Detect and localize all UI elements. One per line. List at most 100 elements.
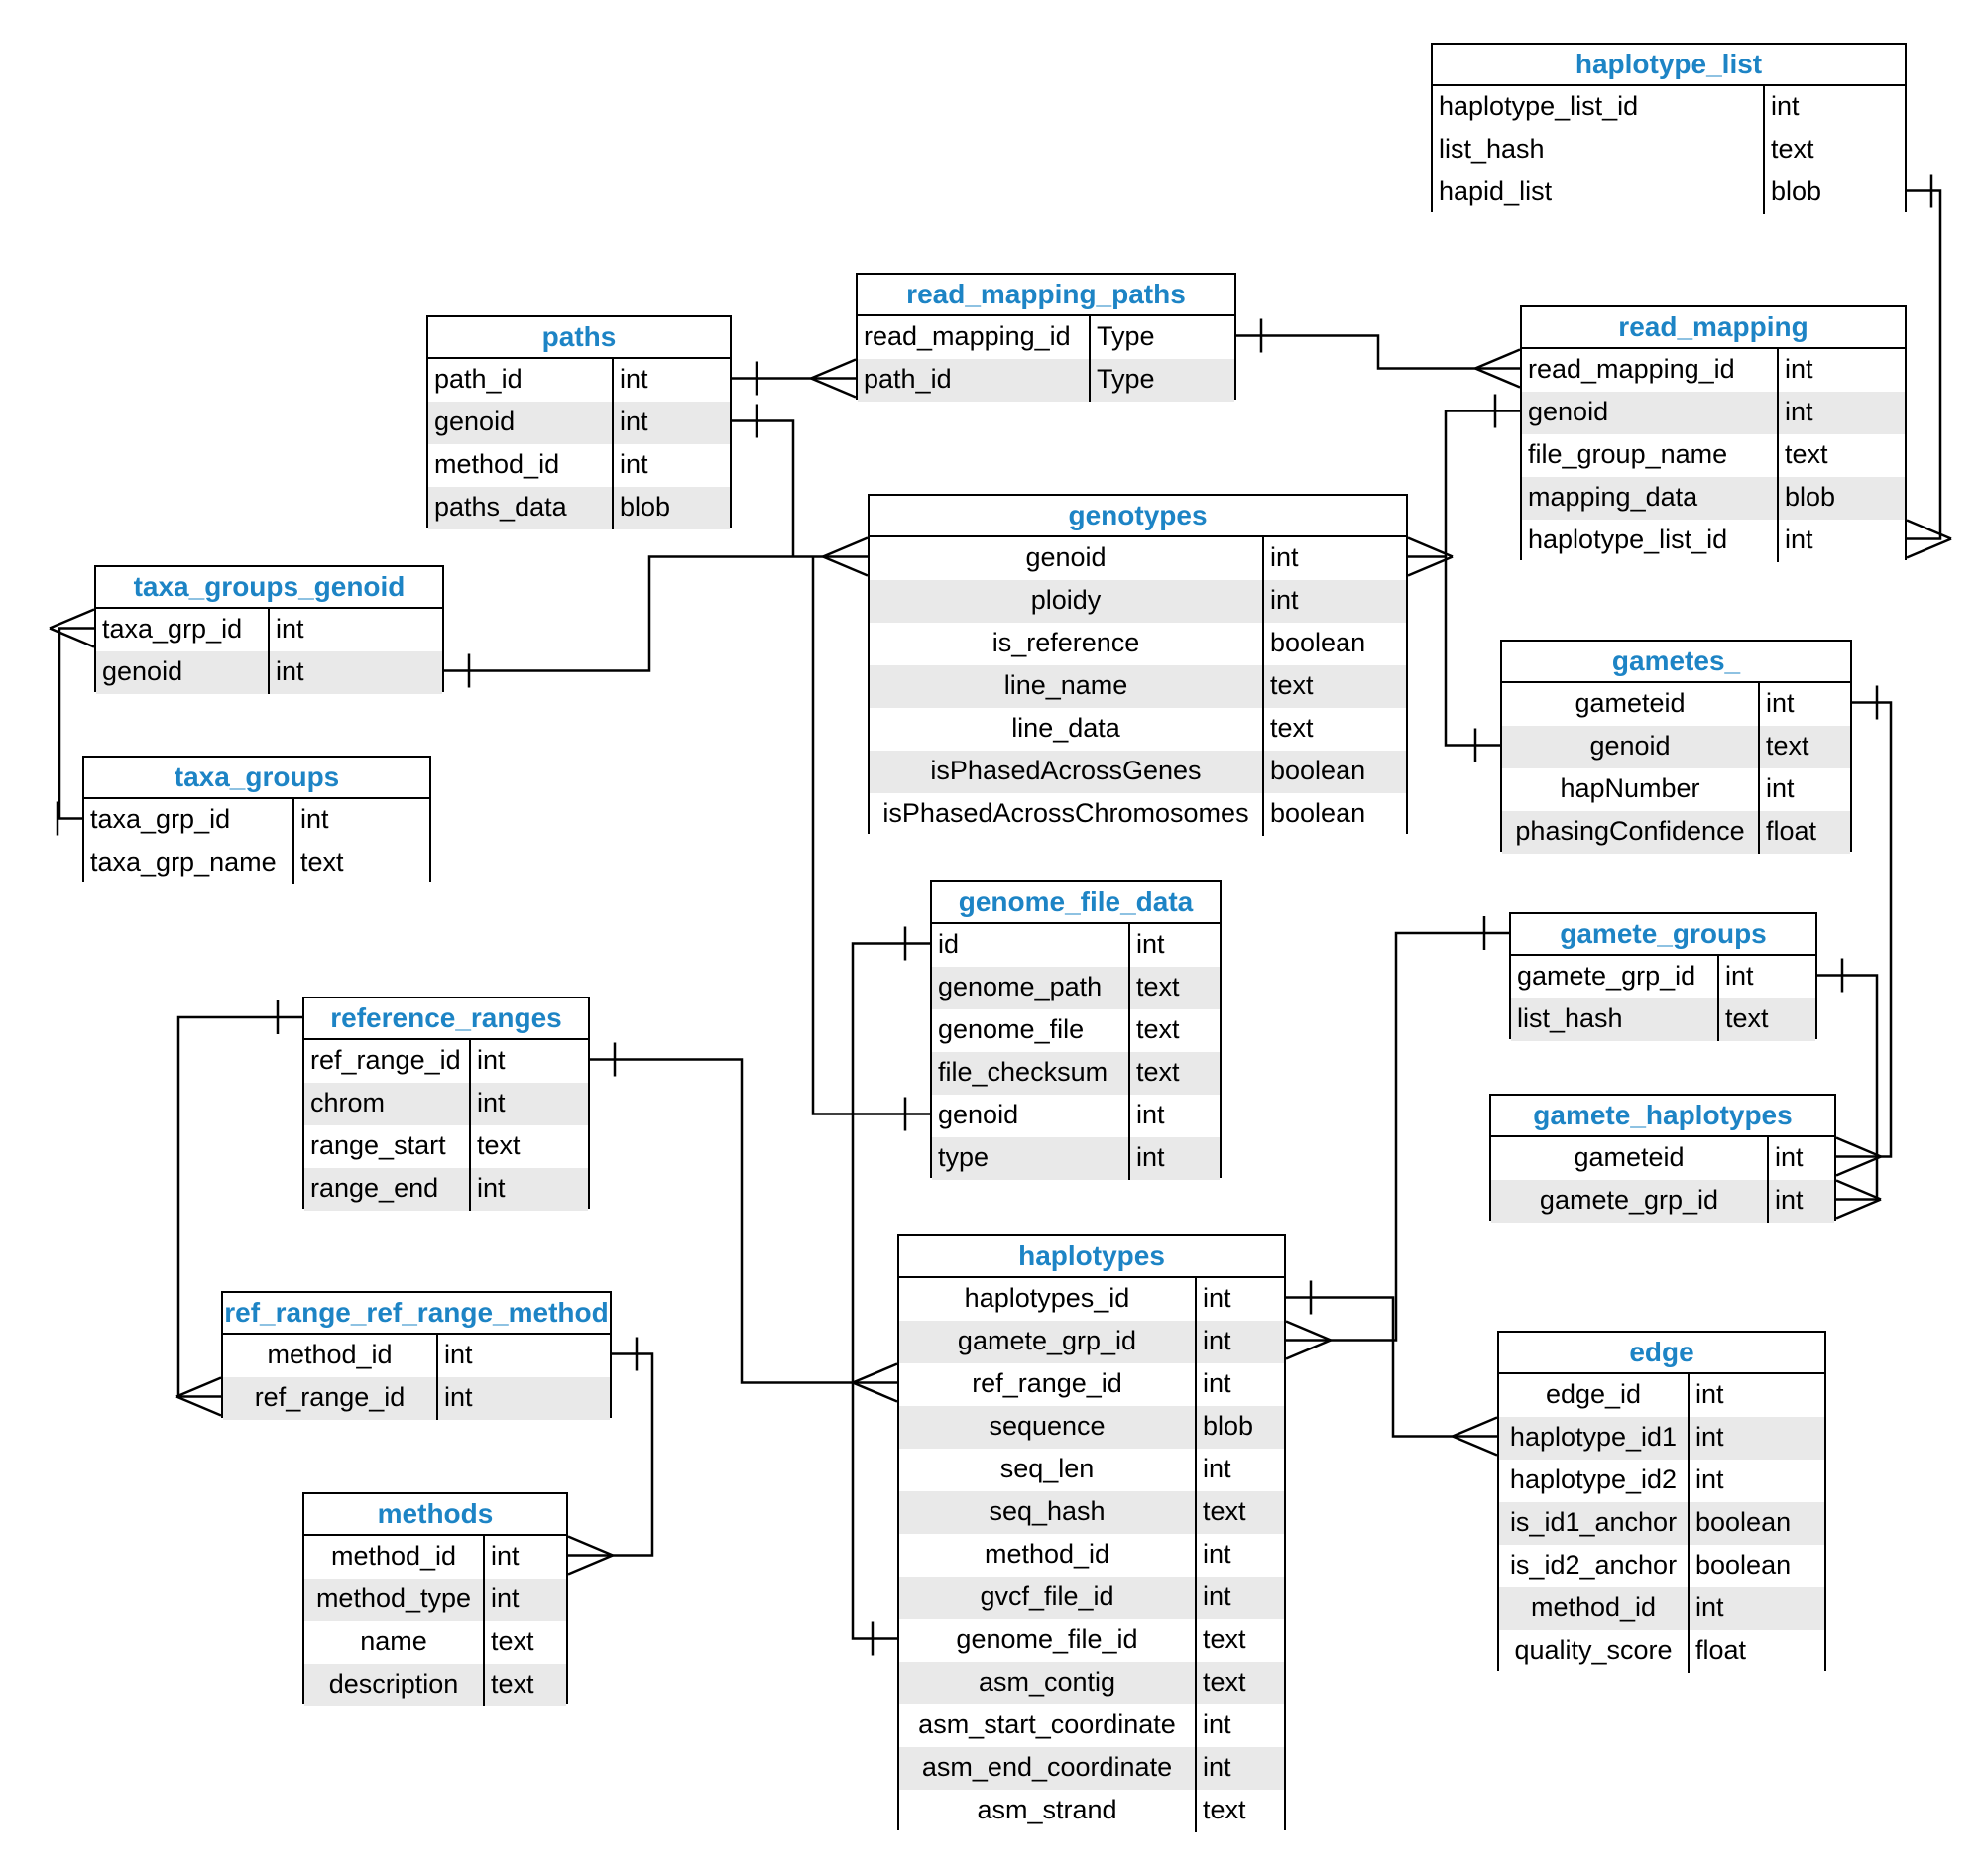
field-type: int — [444, 1382, 473, 1412]
field-name: quality_score — [1499, 1630, 1690, 1673]
connector-taxa_groups_genoid-to-genotypes-end-crowfoot-prong — [822, 555, 869, 577]
field-type: int — [620, 449, 648, 479]
field-name: is_reference — [870, 623, 1264, 665]
field-name: method_id — [1499, 1587, 1690, 1630]
field-type: text — [1270, 670, 1314, 700]
connector-gametes-to-gamete_haplotypes-end-crowfoot-prong — [1835, 1136, 1882, 1158]
field-name: read_mapping_id — [858, 316, 1091, 359]
connector-taxa_groups_genoid-to-taxa_groups-start-crowfoot-prong — [49, 608, 95, 630]
connector-gamete_groups-to-gamete_haplotypes-end-crowfoot-prong — [1835, 1198, 1882, 1220]
connector-taxa_groups_genoid-to-taxa_groups — [58, 627, 94, 820]
field-type: text — [477, 1130, 521, 1160]
field-type: blob — [1771, 176, 1822, 206]
field-type: int — [1270, 585, 1299, 615]
field-type: text — [1785, 439, 1828, 469]
field-name: gvcf_file_id — [899, 1577, 1197, 1619]
field-name: method_id — [428, 444, 614, 487]
field-name: ref_range_id — [899, 1363, 1197, 1406]
field-type: int — [1785, 525, 1813, 554]
field-type: int — [1136, 1142, 1165, 1172]
field-type: boolean — [1695, 1550, 1792, 1580]
table-title-genome_file_data: genome_file_data — [932, 882, 1220, 924]
field-name: hapNumber — [1502, 768, 1760, 811]
table-title-gametes_: gametes_ — [1502, 642, 1850, 683]
field-type: int — [491, 1583, 520, 1613]
field-type: int — [276, 614, 304, 644]
field-type: int — [1766, 773, 1795, 803]
field-type: text — [1270, 713, 1314, 743]
field-type: int — [1203, 1454, 1231, 1483]
field-type: text — [1136, 972, 1180, 1001]
connector-haplotypes-to-gamete_groups-start-crowfoot-prong — [1285, 1339, 1332, 1360]
field-name: taxa_grp_name — [84, 842, 294, 884]
connector-haplotypes-to-edge — [1286, 1296, 1497, 1438]
field-name: is_id1_anchor — [1499, 1502, 1690, 1545]
table-title-reference_ranges: reference_ranges — [304, 998, 588, 1040]
field-type: int — [1725, 961, 1754, 991]
field-name: genoid — [1502, 726, 1760, 768]
field-name: paths_data — [428, 487, 614, 529]
field-type: Type — [1097, 364, 1155, 394]
field-type: int — [1203, 1752, 1231, 1782]
connector-read_mapping_paths-to-read_mapping-end-crowfoot-prong — [1474, 348, 1521, 370]
field-name: ref_range_id — [223, 1377, 438, 1420]
field-type: text — [491, 1626, 534, 1656]
table-title-taxa_groups: taxa_groups — [84, 758, 429, 799]
field-type: int — [620, 407, 648, 436]
connector-taxa_groups_genoid-to-genotypes-end-crowfoot-prong — [822, 536, 869, 558]
field-type: int — [477, 1045, 506, 1075]
field-name: file_group_name — [1522, 434, 1779, 477]
connector-haplotype_list-to-read_mapping-end-crowfoot-prong — [1906, 519, 1952, 540]
field-name: range_start — [304, 1125, 471, 1168]
field-type: int — [477, 1173, 506, 1203]
field-type: text — [1203, 1667, 1246, 1697]
field-type: int — [491, 1541, 520, 1571]
connector-genotypes-to-read_mapping-genoid-start-crowfoot-prong — [1407, 536, 1454, 558]
field-name: asm_strand — [899, 1790, 1197, 1832]
table-title-ref_range_ref_range_method: ref_range_ref_range_method — [223, 1293, 610, 1335]
field-name: gamete_grp_id — [1491, 1180, 1769, 1223]
field-type: blob — [1203, 1411, 1254, 1441]
field-name: method_type — [304, 1579, 485, 1621]
field-name: haplotype_list_id — [1522, 520, 1779, 562]
field-type: int — [1771, 91, 1800, 121]
field-name: file_checksum — [932, 1052, 1130, 1095]
field-type: int — [620, 364, 648, 394]
field-type: int — [477, 1088, 506, 1117]
field-type: int — [1775, 1142, 1804, 1172]
field-name: haplotype_id2 — [1499, 1460, 1690, 1502]
connector-haplotype_list-to-read_mapping — [1907, 189, 1942, 540]
